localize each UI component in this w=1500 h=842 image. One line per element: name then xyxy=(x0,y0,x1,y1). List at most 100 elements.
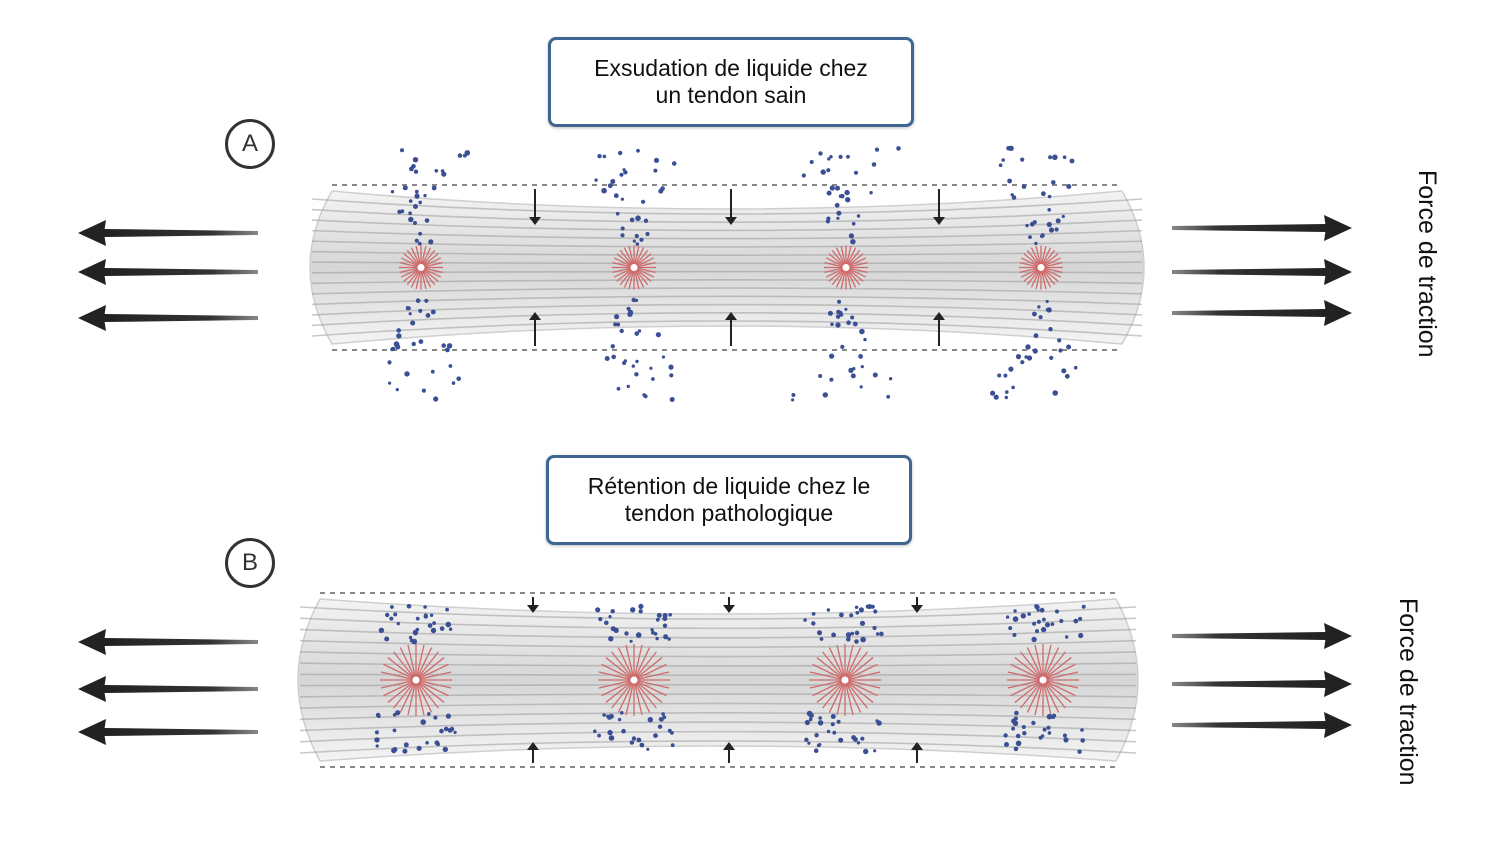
fluid-dot-icon xyxy=(1052,390,1058,396)
fluid-dot-icon xyxy=(671,161,677,166)
fluid-dot-icon xyxy=(1069,158,1075,164)
fluid-dot-icon xyxy=(1022,731,1027,736)
cell-ray xyxy=(1044,681,1066,709)
fluid-dot-icon xyxy=(840,193,845,199)
cell-ray xyxy=(417,681,439,709)
cell-ray xyxy=(634,644,643,678)
collagen-fiber xyxy=(299,651,1137,658)
cell-ray xyxy=(836,644,845,678)
fluid-dot-icon xyxy=(1039,607,1045,613)
fluid-dot-icon xyxy=(413,204,418,209)
fluid-dot-icon xyxy=(441,343,447,348)
fluid-dot-icon xyxy=(620,197,625,201)
fluid-dot-icon xyxy=(997,373,1002,378)
fluid-dot-icon xyxy=(829,185,835,191)
fluid-dot-icon xyxy=(639,742,645,748)
cell-nucleus xyxy=(411,675,421,685)
right-arrowhead xyxy=(1324,215,1352,241)
fluid-dot-icon xyxy=(826,729,831,734)
fluid-dot-icon xyxy=(817,720,824,726)
fluid-dot-icon xyxy=(1033,333,1039,339)
fluid-dot-icon xyxy=(408,312,412,316)
fluid-dot-icon xyxy=(838,737,844,743)
cell-ray xyxy=(400,257,419,267)
fluid-dot-icon xyxy=(613,193,619,199)
caption-b-line2: tendon pathologique xyxy=(624,500,834,526)
cell-ray xyxy=(1043,257,1062,267)
fluid-dot-icon xyxy=(849,613,854,618)
fluid-dot-icon xyxy=(1046,221,1052,228)
fluid-dot-icon xyxy=(445,607,449,612)
cell-ray xyxy=(1019,267,1039,274)
cell-ray xyxy=(636,663,667,680)
fluid-dot-icon xyxy=(1032,621,1037,626)
cell-ray xyxy=(380,671,414,680)
fluid-dot-icon xyxy=(433,396,439,402)
fluid-dot-icon xyxy=(835,314,841,319)
fluid-dot-icon xyxy=(427,712,431,716)
cell-ray xyxy=(417,657,445,679)
fluid-dot-icon xyxy=(453,730,457,735)
cell-ray xyxy=(421,269,432,288)
fluid-dot-icon xyxy=(854,630,860,636)
fluid-dot-icon xyxy=(1034,241,1038,246)
fluid-dot-icon xyxy=(384,636,390,642)
fluid-dot-icon xyxy=(871,162,877,167)
fluid-dot-icon xyxy=(418,339,424,344)
cell-ray xyxy=(847,671,881,680)
cell-ray xyxy=(619,269,633,286)
fluid-dot-icon xyxy=(604,356,610,361)
fluid-dot-icon xyxy=(668,364,674,370)
cell-ray xyxy=(635,681,663,703)
cell-ray xyxy=(1042,249,1056,266)
fluid-dot-icon xyxy=(632,239,636,243)
cell-ray xyxy=(1023,253,1040,267)
fluid-dot-icon xyxy=(653,733,658,738)
left-arrow-icon xyxy=(104,268,258,276)
cell-ray xyxy=(1010,663,1041,680)
caption-b-line1: Rétention de liquide chez le xyxy=(587,473,871,499)
fluid-dot-icon xyxy=(1045,299,1049,304)
fluid-dot-icon xyxy=(656,612,662,618)
cell-ray xyxy=(831,269,845,286)
fluid-dot-icon xyxy=(635,632,642,638)
fluid-dot-icon xyxy=(391,346,396,351)
fluid-dot-icon xyxy=(990,390,996,396)
cell-starburst-icon xyxy=(380,644,452,716)
fluid-dot-icon xyxy=(1040,626,1047,633)
cell-ray xyxy=(812,680,843,697)
collagen-fiber xyxy=(311,320,1143,337)
cell-ray xyxy=(421,247,432,266)
cell-ray xyxy=(611,651,633,679)
cell-starburst-icon xyxy=(598,644,670,716)
fluid-dot-icon xyxy=(662,613,668,618)
compression-arrowhead xyxy=(529,312,541,320)
fluid-dot-icon xyxy=(400,148,404,153)
compression-arrowhead xyxy=(529,217,541,225)
cell-ray xyxy=(393,681,415,709)
fluid-dot-icon xyxy=(404,371,410,377)
fluid-dot-icon xyxy=(374,737,380,743)
cell-ray xyxy=(846,269,857,288)
fluid-dot-icon xyxy=(827,310,833,316)
fluid-dot-icon xyxy=(393,612,398,617)
fluid-dots-group xyxy=(803,604,884,755)
fluid-dot-icon xyxy=(413,221,417,225)
cell-ray xyxy=(612,261,632,268)
fluid-dot-icon xyxy=(829,377,834,382)
fluid-dot-icon xyxy=(850,239,856,245)
fluid-dot-icon xyxy=(414,189,419,194)
fluid-dot-icon xyxy=(645,231,650,237)
cell-ray xyxy=(403,268,420,282)
fluid-dot-icon xyxy=(423,605,427,609)
fluid-dot-icon xyxy=(850,315,855,320)
fluid-dots-group xyxy=(387,148,471,402)
fluid-dot-icon xyxy=(1032,311,1037,317)
fluid-dot-icon xyxy=(607,183,613,189)
fluid-dot-icon xyxy=(1047,194,1052,199)
fluid-dot-icon xyxy=(442,746,448,753)
fluid-dot-icon xyxy=(445,621,452,628)
fluid-dot-icon xyxy=(634,372,639,377)
fluid-dot-icon xyxy=(1012,633,1017,637)
cell-ray xyxy=(403,253,420,267)
